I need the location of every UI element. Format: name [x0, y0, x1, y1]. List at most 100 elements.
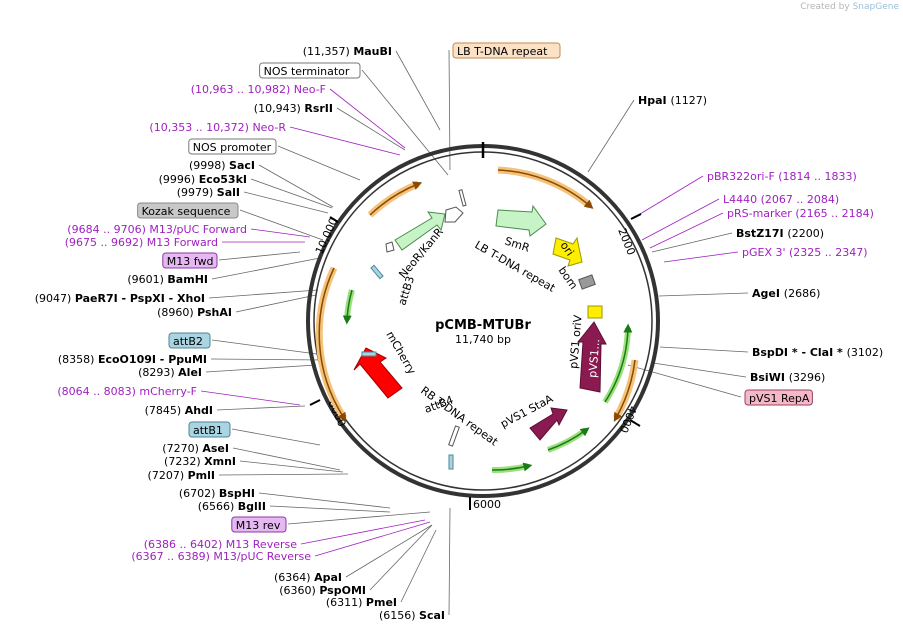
box-text: Kozak sequence [142, 205, 231, 218]
primer-text: pRS-marker (2165 .. 2184) [727, 207, 874, 220]
left-label-apai[interactable]: (6364) ApaI [274, 571, 342, 584]
primer-text: (10,353 .. 10,372) Neo-R [149, 121, 286, 134]
right-label-pbr322ori-f-1814-1833[interactable]: pBR322ori-F (1814 .. 1833) [707, 170, 857, 183]
site-position: (8960) [157, 306, 197, 319]
left-label-scai[interactable]: (6156) ScaI [379, 609, 445, 622]
right-label-bstz17i[interactable]: BstZ17I (2200) [736, 227, 824, 240]
right-label-lb-t-dna-repeat[interactable]: LB T-DNA repeat [452, 42, 561, 59]
svg-text:BsiWI (3296): BsiWI (3296) [750, 371, 825, 384]
box-text: NOS terminator [264, 65, 350, 78]
svg-text:(6360) PspOMI: (6360) PspOMI [279, 584, 366, 597]
left-label-attb1[interactable]: attB1 [188, 421, 231, 438]
feature-attb4[interactable] [448, 454, 454, 470]
left-label-paer7i-pspxi-xhoi[interactable]: (9047) PaeR7I - PspXI - XhoI [35, 292, 205, 305]
site-position: (8293) [138, 366, 178, 379]
leader-line [639, 175, 704, 215]
left-label-bsphi[interactable]: (6702) BspHI [179, 487, 255, 500]
left-label-10-353-10-372-neo-r[interactable]: (10,353 .. 10,372) Neo-R [149, 121, 286, 134]
left-label-xmni[interactable]: (7232) XmnI [164, 455, 236, 468]
left-label-bamhi[interactable]: (9601) BamHI [127, 273, 208, 286]
tick-2000-mark [630, 213, 642, 220]
primer-text: (6386 .. 6402) M13 Reverse [144, 538, 297, 551]
feature-smr[interactable] [495, 204, 547, 237]
feature-ori[interactable] [552, 236, 583, 267]
left-label-10-963-10-982-neo-f[interactable]: (10,963 .. 10,982) Neo-F [191, 83, 326, 96]
left-label-pmei[interactable]: (6311) PmeI [326, 596, 397, 609]
leader-line [235, 294, 317, 313]
left-label-pshai[interactable]: (8960) PshAI [157, 306, 232, 319]
left-label-alei[interactable]: (8293) AleI [138, 366, 202, 379]
site-position: (7845) [145, 404, 185, 417]
feature-lb-arrow[interactable] [444, 206, 464, 223]
leader-line [627, 364, 742, 398]
svg-text:BspDI * - ClaI * (3102): BspDI * - ClaI * (3102) [752, 346, 883, 359]
leader-line [243, 191, 329, 214]
site-position: (6311) [326, 596, 366, 609]
feature-neor-kanr[interactable] [394, 211, 446, 251]
right-label-bsiwi[interactable]: BsiWI (3296) [750, 371, 825, 384]
leader-line [369, 524, 433, 591]
left-label-9684-9706-m13-puc-forward[interactable]: (9684 .. 9706) M13/pUC Forward [67, 223, 247, 236]
left-label-ecoo109i-ppumi[interactable]: (8358) EcoO109I - PpuMI [58, 353, 207, 366]
label-smr: SmR [503, 234, 531, 254]
leader-line [658, 292, 749, 297]
left-label-maubi[interactable]: (11,357) MauBI [303, 45, 392, 58]
credit-text: Created by SnapGene [800, 2, 899, 12]
svg-text:(9998) SacI: (9998) SacI [189, 159, 255, 172]
left-label-m13-fwd[interactable]: M13 fwd [162, 252, 218, 269]
left-label-saci[interactable]: (9998) SacI [189, 159, 255, 172]
left-label-attb2[interactable]: attB2 [168, 332, 211, 349]
feature-lb-bar [458, 189, 467, 207]
right-label-prs-marker-2165-2184[interactable]: pRS-marker (2165 .. 2184) [727, 207, 874, 220]
left-label-rsrii[interactable]: (10,943) RsrII [254, 102, 333, 115]
feature-pvs1-staa[interactable] [529, 407, 568, 441]
site-name: Eco53kI [199, 173, 247, 186]
site-position: (9996) [159, 173, 199, 186]
svg-text:(9979) SalI: (9979) SalI [177, 186, 240, 199]
svg-text:(9601) BamHI: (9601) BamHI [127, 273, 208, 286]
feature-rb-repeat[interactable] [448, 425, 460, 447]
left-label-pmli[interactable]: (7207) PmlI [148, 469, 215, 482]
left-label-8064-8083-mcherry-f[interactable]: (8064 .. 8083) mCherry-F [57, 385, 197, 398]
box-text: attB2 [173, 335, 203, 348]
feature-bom[interactable] [578, 274, 596, 290]
leader-line [250, 178, 333, 209]
left-label-eco53ki[interactable]: (9996) Eco53kI [159, 173, 247, 186]
site-name: MauBI [353, 45, 392, 58]
left-label-ahdi[interactable]: (7845) AhdI [145, 404, 213, 417]
feature-pvs1-oriv[interactable] [587, 305, 603, 319]
left-label-asei[interactable]: (7270) AseI [162, 442, 229, 455]
right-label-pgex-3-2325-2347[interactable]: pGEX 3' (2325 .. 2347) [742, 246, 868, 259]
left-label-6386-6402-m13-reverse[interactable]: (6386 .. 6402) M13 Reverse [144, 538, 297, 551]
box-text: NOS promoter [193, 141, 272, 154]
feature-attb3[interactable] [370, 264, 384, 280]
primer-text: (6367 .. 6389) M13/pUC Reverse [131, 550, 311, 563]
label-box [744, 389, 813, 406]
feature-mcherry[interactable] [353, 347, 403, 399]
left-label-nos-promoter[interactable]: NOS promoter [188, 138, 277, 155]
left-label-nos-terminator[interactable]: NOS terminator [259, 62, 361, 79]
right-label-bspdi-clai[interactable]: BspDI * - ClaI * (3102) [752, 346, 883, 359]
left-label-kozak-sequence[interactable]: Kozak sequence [137, 202, 239, 219]
site-position: (9047) [35, 292, 75, 305]
right-label-l4440-2067-2084[interactable]: L4440 (2067 .. 2084) [723, 193, 839, 206]
left-label-6367-6389-m13-puc-reverse[interactable]: (6367 .. 6389) M13/pUC Reverse [131, 550, 311, 563]
leader-line [258, 164, 334, 208]
left-label-m13-rev[interactable]: M13 rev [231, 516, 287, 533]
site-name: AseI [202, 442, 229, 455]
box-text: pVS1 RepA [749, 392, 810, 405]
credit-prefix: Created by [800, 2, 850, 12]
left-label-pspomi[interactable]: (6360) PspOMI [279, 584, 366, 597]
svg-text:(7207) PmlI: (7207) PmlI [148, 469, 215, 482]
feature-attb2-mark [361, 351, 377, 357]
right-label-agei[interactable]: AgeI (2686) [752, 287, 820, 300]
left-label-9675-9692-m13-forward[interactable]: (9675 .. 9692) M13 Forward [65, 236, 218, 249]
site-name: XmnI [204, 455, 236, 468]
left-label-bglii[interactable]: (6566) BglII [198, 500, 266, 513]
svg-text:(7270) AseI: (7270) AseI [162, 442, 229, 455]
feature-pvs1-repa[interactable] [576, 321, 607, 393]
right-label-pvs1-repa[interactable]: pVS1 RepA [744, 389, 813, 406]
left-label-sali[interactable]: (9979) SalI [177, 186, 240, 199]
right-label-hpai[interactable]: HpaI (1127) [638, 94, 707, 107]
site-name: RsrII [304, 102, 333, 115]
